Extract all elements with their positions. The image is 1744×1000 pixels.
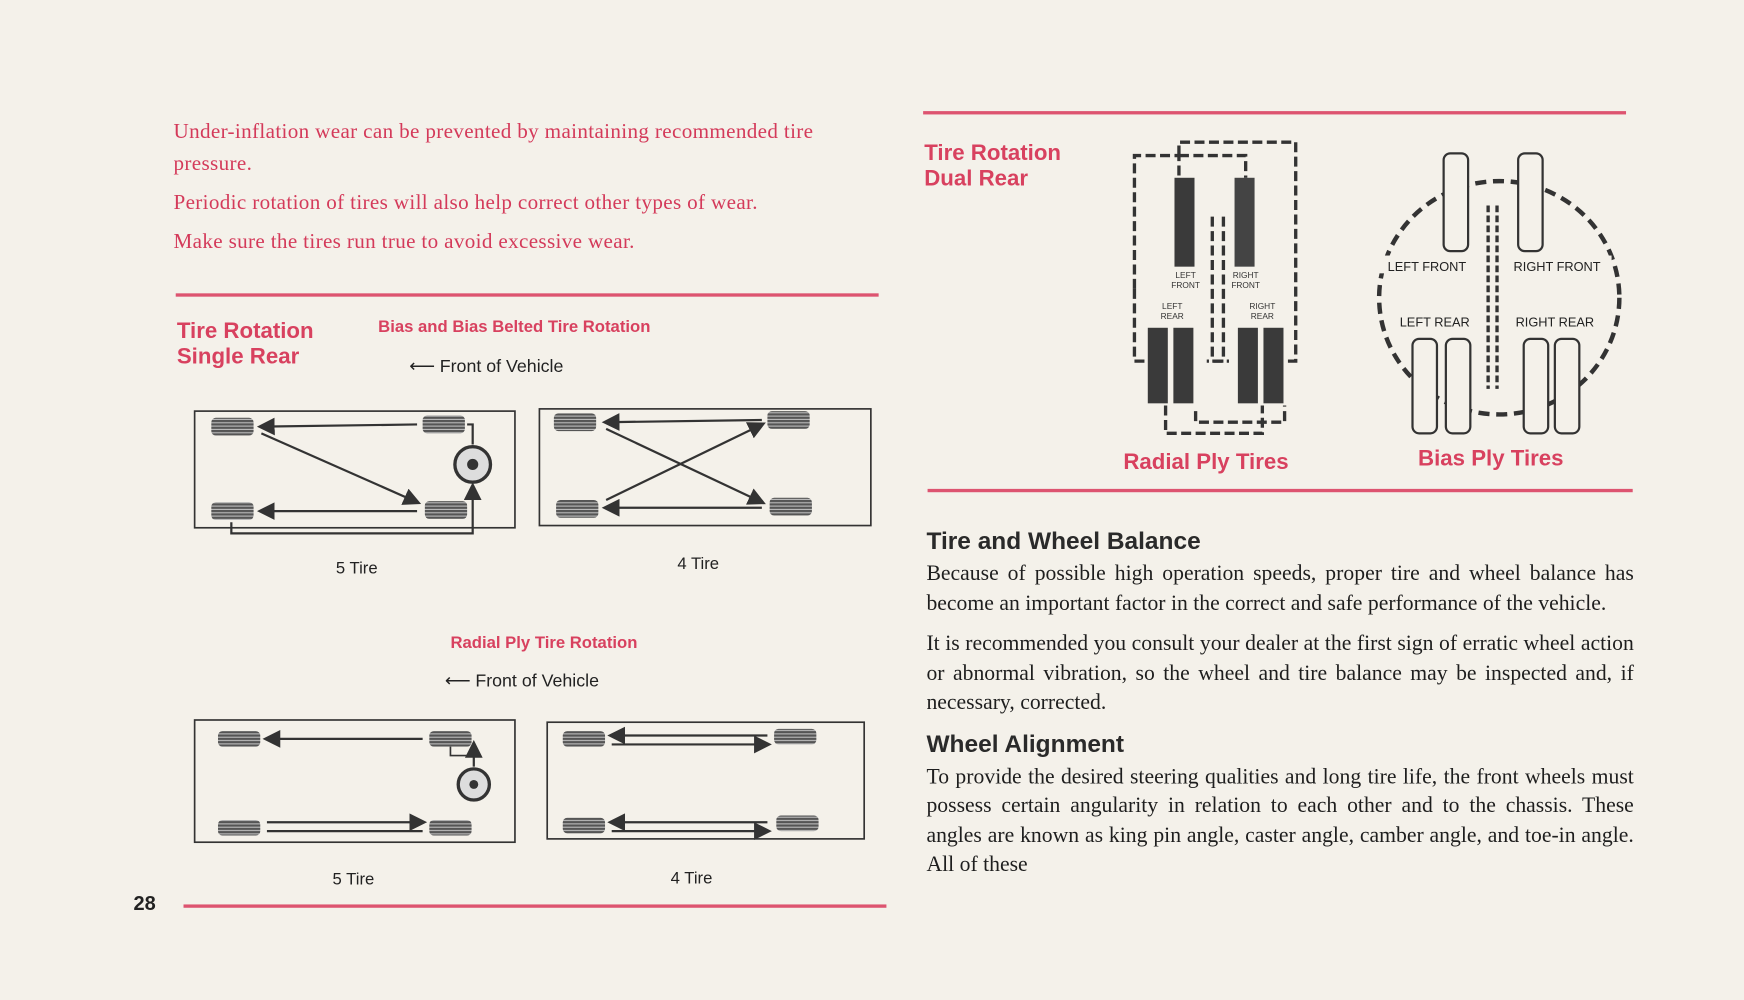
tire-left-front	[553, 413, 597, 432]
title-line: Dual Rear	[924, 166, 1029, 192]
label-right-rear-line1: RIGHT	[1249, 301, 1275, 311]
radial-rotation-title: Radial Ply Tire Rotation	[450, 633, 638, 653]
label-right-front: RIGHT FRONT	[1514, 259, 1601, 274]
caption-5-tire: 5 Tire	[332, 869, 375, 889]
divider	[923, 111, 1627, 115]
label-text: Front of Vehicle	[439, 357, 564, 377]
vehicle-outline	[193, 410, 516, 529]
tire-right-rear-inner	[1237, 327, 1258, 404]
tire-left-front	[562, 731, 606, 747]
vehicle-outline	[546, 721, 866, 840]
section-title-single-rear: Tire Rotation Single Rear	[177, 319, 314, 370]
page-number: 28	[133, 892, 156, 915]
label-left-front-line2: FRONT	[1171, 280, 1200, 290]
title-line: Single Rear	[176, 344, 300, 369]
tire-right-front	[429, 731, 472, 747]
front-of-vehicle-label: ⟵ Front of Vehicle	[445, 670, 599, 692]
balance-paragraph: It is recommended you consult your deale…	[926, 632, 1634, 715]
four-tire-diagram	[538, 408, 872, 527]
arrow-left-icon: ⟵	[444, 672, 476, 692]
tire-right-rear-outer	[1263, 327, 1284, 404]
tire-left-front	[217, 731, 261, 747]
tire-left-rear	[217, 819, 261, 836]
vehicle-outline	[538, 408, 872, 527]
caption-5-tire: 5 Tire	[335, 558, 378, 578]
tire-left-rear	[211, 502, 254, 520]
divider	[927, 488, 1633, 493]
tire-left-front	[1174, 177, 1195, 267]
caption-4-tire: 4 Tire	[677, 554, 720, 574]
balance-paragraph: Because of possible high operation speed…	[926, 562, 1634, 615]
intro-text: Under-inflation wear can be prevented by…	[174, 116, 879, 265]
tire-right-front	[767, 411, 810, 429]
title-line: Tire Rotation	[924, 141, 1062, 166]
label-left-rear-line2: REAR	[1161, 311, 1184, 321]
tire-right-front	[1234, 177, 1255, 267]
caption-4-tire: 4 Tire	[670, 868, 713, 888]
divider	[175, 293, 879, 297]
label-right-rear: RIGHT REAR	[1516, 315, 1595, 330]
intro-paragraph: Make sure the tires run true to avoid ex…	[173, 229, 635, 254]
balance-heading: Tire and Wheel Balance	[926, 526, 1201, 555]
label-right-front-line2: FRONT	[1231, 280, 1260, 290]
radial-rotation-diagram	[193, 719, 866, 844]
bias-ply-dual-rear-diagram: LEFT FRONT RIGHT FRONT LEFT REAR RIGHT R…	[1371, 152, 1622, 435]
tire-right-rear	[769, 497, 812, 516]
label-left-rear: LEFT REAR	[1400, 315, 1470, 330]
tire-right-rear	[429, 819, 472, 836]
tire-left-rear	[556, 499, 599, 518]
five-tire-radial-diagram	[193, 719, 516, 844]
front-of-vehicle-label: ⟵ Front of Vehicle	[409, 356, 563, 378]
alignment-heading: Wheel Alignment	[926, 729, 1125, 758]
arrow-left-icon: ⟵	[409, 357, 440, 377]
tire-right-front	[422, 415, 465, 434]
four-tire-radial-diagram	[546, 721, 866, 840]
intro-paragraph: Periodic rotation of tires will also hel…	[173, 191, 758, 215]
tire-right-front	[1517, 152, 1544, 253]
tire-left-rear-outer	[1147, 327, 1168, 404]
tire-right-front	[774, 728, 817, 745]
label-right-front-line1: RIGHT	[1233, 270, 1259, 280]
label-left-rear-line1: LEFT	[1162, 301, 1182, 311]
tire-left-rear	[562, 817, 606, 834]
label-right-rear-line2: REAR	[1251, 311, 1274, 321]
bias-rotation-title: Bias and Bias Belted Tire Rotation	[378, 317, 651, 337]
tire-left-front	[211, 417, 254, 436]
tire-left-rear-inner	[1173, 327, 1194, 404]
label-left-front: LEFT FRONT	[1388, 259, 1467, 274]
five-tire-diagram	[193, 410, 516, 535]
label-left-front-line1: LEFT	[1175, 270, 1195, 280]
alignment-paragraph: To provide the desired steering qualitie…	[926, 764, 1634, 877]
label-text: Front of Vehicle	[475, 672, 599, 692]
title-line: Tire Rotation	[176, 318, 314, 344]
bias-ply-caption: Bias Ply Tires	[1418, 446, 1564, 472]
radial-ply-caption: Radial Ply Tires	[1123, 449, 1289, 475]
vehicle-outline	[193, 719, 516, 844]
bias-rotation-diagram	[193, 408, 872, 535]
body-text: Tire and Wheel Balance Because of possib…	[926, 527, 1633, 892]
tire-left-front	[1442, 152, 1470, 253]
divider	[183, 904, 887, 908]
tire-right-rear	[424, 501, 468, 519]
section-title-dual-rear: Tire Rotation Dual Rear	[924, 141, 1061, 192]
tire-right-rear	[776, 815, 819, 832]
intro-paragraph: Under-inflation wear can be prevented by…	[173, 119, 814, 176]
